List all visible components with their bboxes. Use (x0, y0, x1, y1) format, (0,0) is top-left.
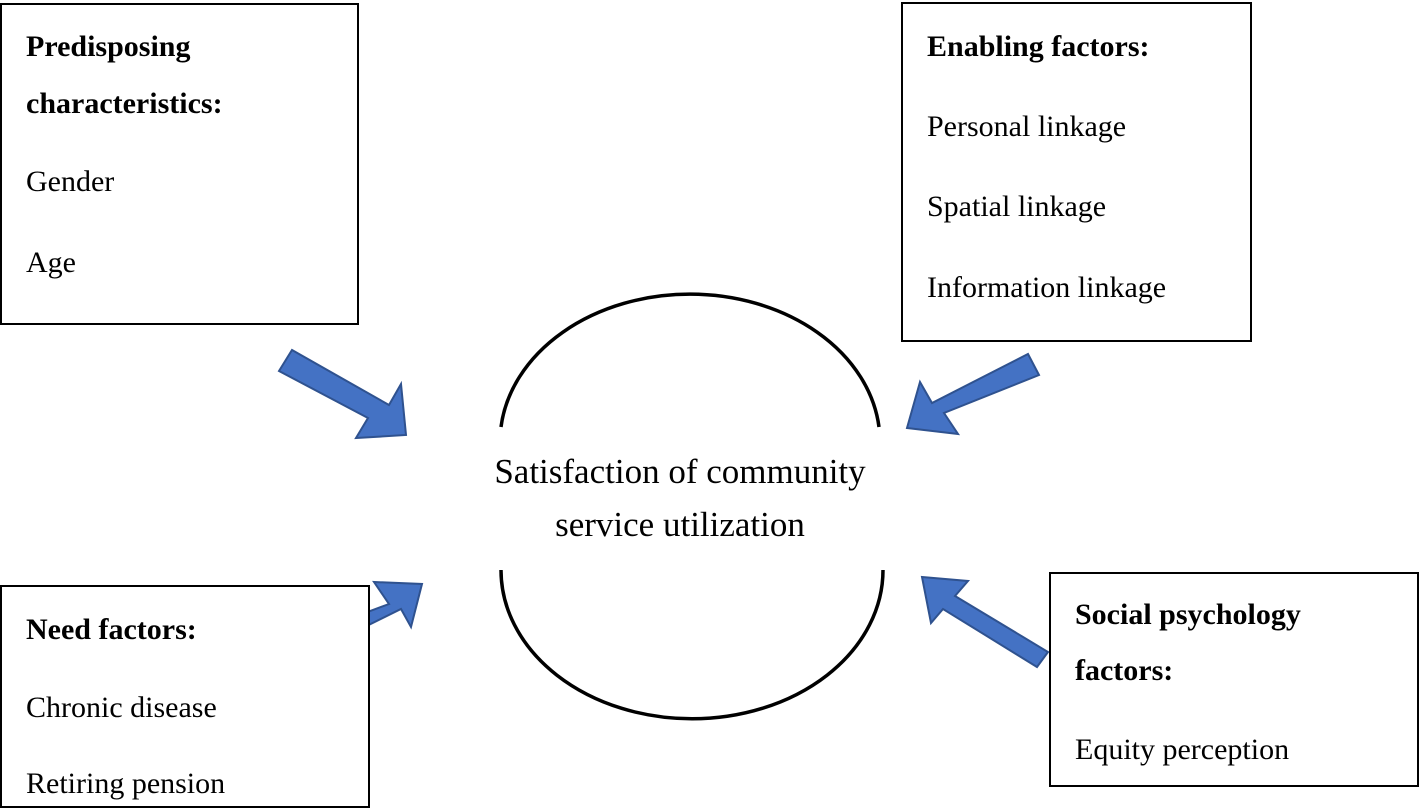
enabling-title: Enabling factors: (927, 30, 1150, 63)
social-item-equity-perception: Equity perception (1075, 733, 1290, 766)
arrow-from-enabling (905, 352, 1041, 436)
center-text-line1: Satisfaction of community (494, 452, 866, 491)
predisposing-item-age: Age (26, 246, 76, 279)
social-psychology-box: Social psychology factors: Equity percep… (1049, 572, 1419, 787)
predisposing-title-line2: characteristics: (26, 87, 223, 120)
social-title-line2: factors: (1075, 654, 1174, 687)
enabling-item-spatial-linkage: Spatial linkage (927, 190, 1107, 223)
center-ellipse (499, 292, 885, 721)
ellipse-bottom-arc (499, 569, 885, 721)
enabling-box: Enabling factors: Personal linkage Spati… (901, 2, 1252, 342)
predisposing-item-gender: Gender (26, 165, 115, 198)
social-title-line1: Social psychology (1075, 598, 1301, 631)
predisposing-box: Predisposing characteristics: Gender Age (0, 3, 359, 325)
need-box: Need factors: Chronic disease Retiring p… (0, 585, 370, 808)
arrow-from-social (920, 575, 1050, 669)
predisposing-title-line1: Predisposing (26, 30, 191, 63)
need-item-chronic-disease: Chronic disease (26, 691, 217, 724)
center-text-line2: service utilization (555, 505, 805, 544)
need-title: Need factors: (26, 613, 197, 646)
ellipse-top-arc (499, 292, 881, 428)
enabling-item-personal-linkage: Personal linkage (927, 110, 1127, 143)
enabling-item-information-linkage: Information linkage (927, 271, 1167, 304)
arrow-from-predisposing (277, 348, 408, 440)
need-item-retiring-pension: Retiring pension (26, 767, 226, 800)
